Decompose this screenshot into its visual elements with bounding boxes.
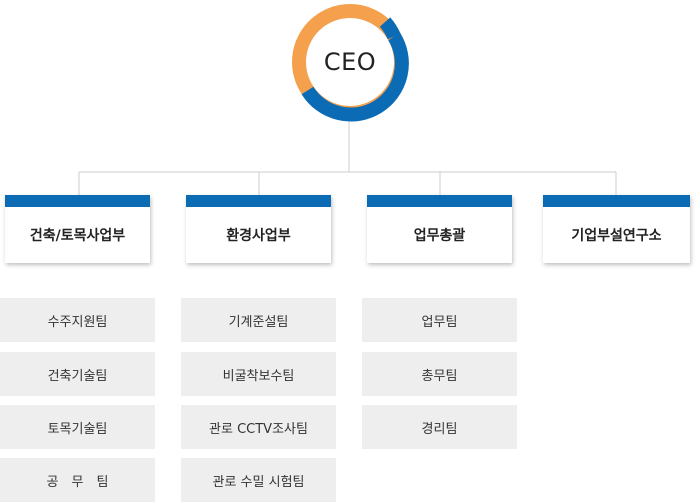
dept-label: 업무총괄: [413, 228, 466, 244]
ceo-node: CEO: [290, 2, 410, 122]
dept-construction: 건축/토목사업부: [5, 195, 150, 263]
team-box: 건축기술팀: [0, 352, 155, 396]
team-box: 업무팀: [362, 298, 517, 342]
ceo-label: CEO: [323, 48, 377, 76]
dept-label: 기업부설연구소: [571, 228, 662, 244]
team-box: 공 무 팀: [0, 458, 155, 502]
team-box: 관로 수밀 시험팀: [181, 458, 336, 502]
team-box: 수주지원팀: [0, 298, 155, 342]
team-box: 총무팀: [362, 352, 517, 396]
dept-research-institute: 기업부설연구소: [543, 195, 690, 263]
dept-header-bar: [5, 195, 150, 207]
team-box: 토목기술팀: [0, 405, 155, 449]
dept-label: 건축/토목사업부: [29, 228, 126, 244]
dept-header-bar: [367, 195, 512, 207]
team-box: 비굴착보수팀: [181, 352, 336, 396]
team-box: 기계준설팀: [181, 298, 336, 342]
dept-label: 환경사업부: [226, 228, 291, 244]
dept-header-bar: [186, 195, 331, 207]
team-box: 관로 CCTV조사팀: [181, 405, 336, 449]
dept-general-affairs: 업무총괄: [367, 195, 512, 263]
dept-environment: 환경사업부: [186, 195, 331, 263]
team-box: 경리팀: [362, 405, 517, 449]
dept-header-bar: [543, 195, 690, 207]
ceo-ring: [292, 4, 409, 122]
